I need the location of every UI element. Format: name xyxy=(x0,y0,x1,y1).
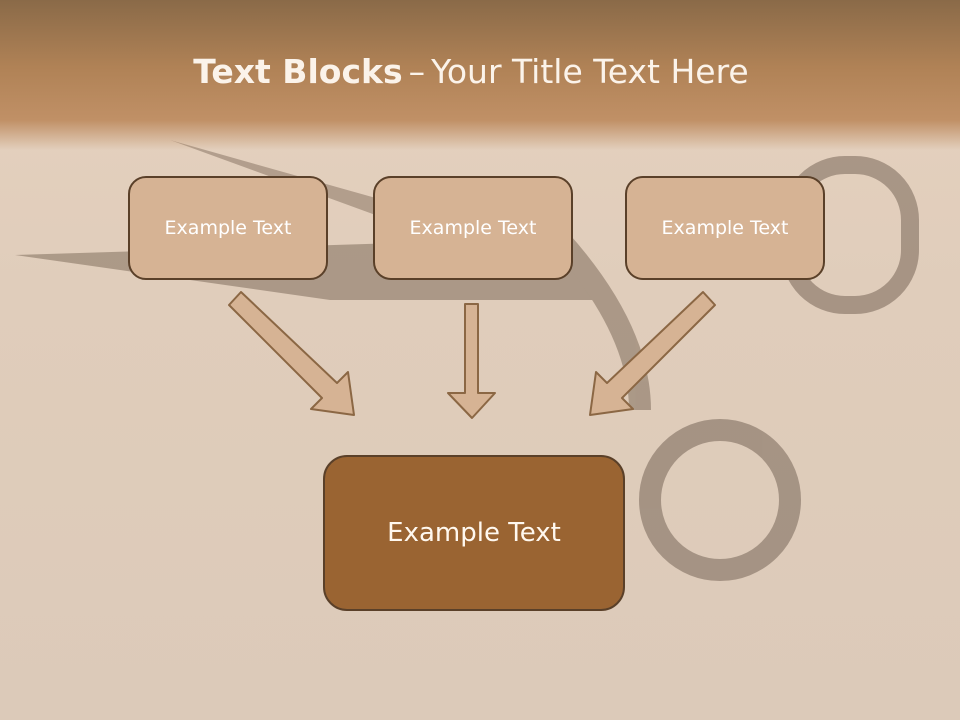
title-separator: – xyxy=(408,52,426,91)
target-block: Example Text xyxy=(323,455,625,611)
arrow-center xyxy=(447,303,496,419)
text-block-2: Example Text xyxy=(373,176,573,280)
text-block-1: Example Text xyxy=(128,176,328,280)
target-block-label: Example Text xyxy=(387,518,561,548)
arrow-right xyxy=(589,291,716,416)
arrow-left xyxy=(228,291,355,416)
text-block-1-label: Example Text xyxy=(164,217,292,239)
title-rest: Your Title Text Here xyxy=(431,52,749,91)
page-title: Text Blocks–Your Title Text Here xyxy=(0,52,942,91)
text-block-2-label: Example Text xyxy=(409,217,537,239)
header-band xyxy=(0,0,960,150)
text-block-3: Example Text xyxy=(625,176,825,280)
title-bold: Text Blocks xyxy=(193,52,403,91)
text-block-3-label: Example Text xyxy=(661,217,789,239)
